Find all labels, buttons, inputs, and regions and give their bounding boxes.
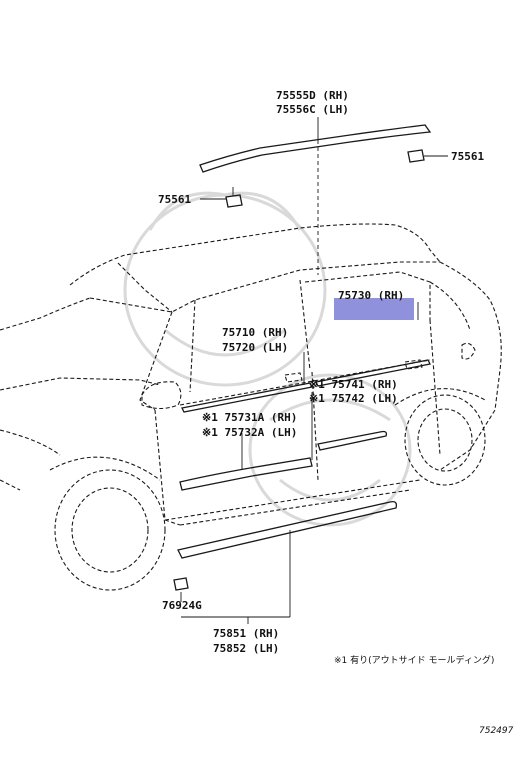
roof-molding bbox=[199, 124, 432, 173]
watermark-emblem bbox=[123, 191, 412, 527]
front-window-molding bbox=[181, 382, 313, 413]
label-rear-door-molding-lh[interactable]: ※1 75742 (LH) bbox=[309, 392, 398, 405]
parts-solid bbox=[173, 124, 432, 591]
label-front-door-molding-lh[interactable]: ※1 75732A (LH) bbox=[202, 426, 298, 439]
rear-door-side-molding bbox=[317, 430, 388, 451]
roof-clip-left bbox=[225, 194, 243, 208]
rocker-clip bbox=[173, 577, 189, 591]
label-front-window-molding-rh[interactable]: 75710 (RH) bbox=[222, 326, 289, 339]
label-clip-right[interactable]: 75561 bbox=[451, 150, 485, 163]
leader-lines bbox=[180, 117, 448, 624]
label-roof-molding-rh[interactable]: 75555D (RH) bbox=[276, 89, 349, 102]
label-roof-molding-lh[interactable]: 75556C (LH) bbox=[276, 103, 349, 116]
label-rear-door-molding-rh[interactable]: ※1 75741 (RH) bbox=[309, 378, 398, 391]
front-door-side-molding bbox=[179, 457, 313, 491]
footnote: ※1 有り(アウトサイド モールディング) bbox=[334, 656, 495, 666]
label-rocker-clip[interactable]: 76924G bbox=[162, 599, 202, 612]
car-body-outline bbox=[0, 223, 502, 591]
label-rocker-molding-rh[interactable]: 75851 (RH) bbox=[213, 627, 280, 640]
label-front-door-molding-rh[interactable]: ※1 75731A (RH) bbox=[202, 411, 298, 424]
label-rear-window-molding[interactable]: 75730 (RH) bbox=[338, 289, 405, 302]
rocker-molding bbox=[177, 500, 398, 559]
label-front-window-molding-lh[interactable]: 75720 (LH) bbox=[222, 341, 289, 354]
highlight-box bbox=[334, 298, 414, 320]
rear-window-molding bbox=[315, 359, 431, 387]
label-clip-left[interactable]: 75561 bbox=[158, 193, 192, 206]
drawing-code: 752497 bbox=[479, 726, 514, 736]
label-rocker-molding-lh[interactable]: 75852 (LH) bbox=[213, 642, 280, 655]
roof-clip-right bbox=[407, 149, 425, 163]
